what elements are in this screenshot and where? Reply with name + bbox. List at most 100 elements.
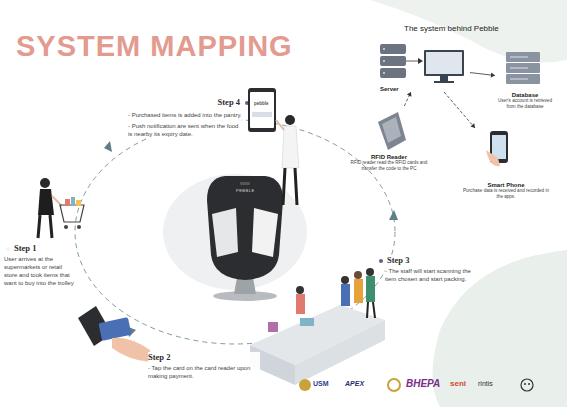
shopper-with-trolley-part [60,205,84,222]
checkout-counter-part [341,276,349,284]
pebble-device-part [207,176,283,280]
node-heading: Server [375,86,470,92]
connector-arrow [470,73,495,78]
logo-text: BHEPA [406,378,440,389]
hand-with-card-part [98,317,131,341]
smartphone-icon-part [492,135,506,159]
connector-arrow-part [407,92,412,97]
checkout-counter-part [295,320,385,385]
connector-arrow-part [404,92,411,106]
database-icon-part [510,57,528,79]
woman-with-phone [248,88,299,205]
rfid-reader-icon [378,112,406,150]
node-heading: Step 3 [385,255,477,265]
node-body: RFID reader read the RFID cards and tran… [350,160,428,172]
logo-text: APEX [345,380,364,387]
pebble-device-part [240,182,250,185]
rfid-reader-icon-part [382,117,401,143]
logo-marks-part [528,383,530,385]
woman-with-phone-part [282,126,299,168]
smartphone-icon [486,131,508,166]
server-icon-part [380,56,406,66]
woman-with-phone-part [252,112,272,117]
server-icon-part [426,52,462,74]
system-node: Server [375,42,470,92]
server-icon [380,44,464,83]
server-icon-part [383,48,385,50]
checkout-counter-part [268,322,278,332]
step-text: Step 1User arrives at the supermarkets o… [4,243,74,287]
step-text: Step 3 - The staff will start scanning th… [385,255,477,283]
node-heading: Smart Phone [460,182,552,188]
server-icon-part [424,50,464,76]
logo-text: USM [313,380,329,387]
logo-marks-part [388,379,400,391]
pebble-device [207,176,283,301]
hand-with-card-part [112,338,150,362]
logo-marks [299,379,533,391]
logo-marks-part [521,379,533,391]
shopper-with-trolley-part [38,189,54,215]
step-text: Step 2- Tap the card on the card reader … [148,352,260,380]
pebble-device-part [212,208,238,257]
device-label: pebble [254,101,269,106]
logo-text: rintis [478,380,493,387]
connector-arrow-part [471,123,476,128]
smartphone-icon-part [486,150,500,166]
device-label: PEBBLE [236,188,255,193]
checkout-counter-part [366,276,375,302]
server-icon-part [380,68,406,78]
shopper-with-trolley-part [71,197,75,206]
checkout-counter-part [300,318,314,326]
server-icon-part [440,76,448,81]
server-icon-part [380,44,406,54]
checkout-counter-part [296,294,305,314]
checkout-counter-part [354,279,363,303]
woman-with-phone-part [276,120,284,130]
node-body: Purchase data is received and recorded i… [460,188,552,200]
checkout-counter [250,268,385,385]
shopper-with-trolley-part [38,215,52,238]
cycle-ellipse-part [104,141,112,152]
server-icon-part [406,61,418,62]
step-dots-part [379,259,383,263]
connector-arrow [444,92,475,128]
rfid-reader-icon-part [378,112,406,150]
woman-with-phone-part [283,168,297,205]
connector-arrow-part [491,73,495,78]
connector-arrow-part [444,92,475,128]
system-node: RFID ReaderRFID reader read the RFID car… [350,106,428,172]
shopper-with-trolley-part [77,225,81,229]
shopper-with-trolley [38,178,84,238]
woman-with-phone-part [285,115,295,125]
connector-arrow [404,92,411,106]
background-shapes-part [163,174,307,290]
checkout-counter-part [341,284,350,306]
node-body: - The staff will start scanning the item… [385,267,477,283]
logo-marks-part [299,379,311,391]
checkout-counter-part [354,271,362,279]
checkout-counter-part [366,268,374,276]
shopper-with-trolley-part [65,199,70,206]
node-body: - Purchased items is added into the pant… [128,111,242,119]
node-heading: Step 1 [4,243,74,253]
node-heading: RFID Reader [350,154,428,160]
hand-with-card [78,306,150,362]
woman-with-phone-part [248,88,276,132]
checkout-counter-part [367,302,375,318]
node-heading: Database [495,92,555,98]
logo-text: seni [450,379,466,388]
step-text: Step 4- Purchased items is added into th… [128,97,242,138]
server-icon-part [434,81,454,83]
logo-marks-part [524,383,526,385]
system-node: DatabaseUser's account is retrieved from… [495,48,555,110]
shopper-with-trolley-part [64,225,68,229]
checkout-counter-part [296,286,304,294]
woman-with-phone-part [250,92,274,128]
server-icon-part [383,72,385,74]
shopper-with-trolley-part [76,200,81,206]
node-body: - Push notification are sent when the fo… [128,122,242,138]
database-icon [506,52,540,84]
pebble-device-part [252,208,278,257]
